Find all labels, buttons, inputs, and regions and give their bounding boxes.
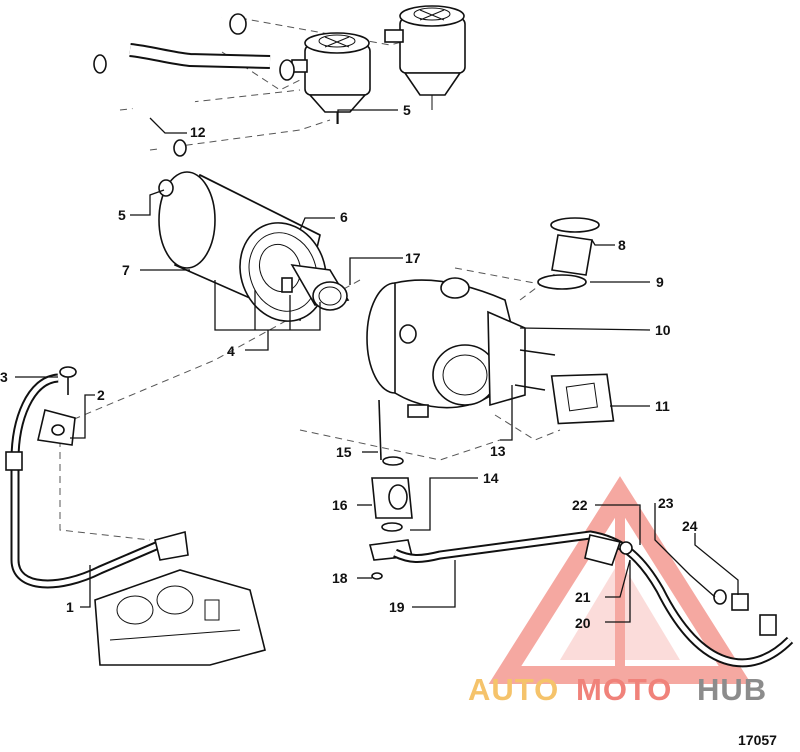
callout-10: 10 [655,322,671,338]
turbocharger [366,277,526,418]
callout-9: 9 [656,274,664,290]
oil-separator-left [291,32,371,124]
exhaust-studs [514,349,556,391]
callout-12: 12 [190,124,206,140]
callout-16: 16 [332,497,348,513]
callout-labels: 12 5 5 6 7 4 17 8 9 10 11 13 14 15 16 18… [0,102,698,631]
callout-24: 24 [682,518,698,534]
callout-7: 7 [122,262,130,278]
oil-return-tube [393,530,794,668]
callout-23: 23 [658,495,674,511]
air-filter [158,171,327,322]
engine-block-portion [94,569,266,666]
callout-21: 21 [575,589,591,605]
watermark-text: AUTO MOTO HUB [468,672,767,707]
callout-3: 3 [0,369,8,385]
callout-15: 15 [336,444,352,460]
drawing-number: 17057 [738,732,777,748]
callout-2: 2 [97,387,105,403]
oil-supply-tube [5,366,189,589]
callout-5-top: 5 [403,102,411,118]
oil-separator-right [384,5,466,110]
callout-20: 20 [575,615,591,631]
air-intake-adapter [281,263,350,311]
callout-19: 19 [389,599,405,615]
watermark-hub: HUB [697,672,767,707]
callout-17: 17 [405,250,421,266]
oil-drain-assembly [368,399,413,580]
watermark-moto: MOTO [576,672,672,707]
callout-13: 13 [490,443,506,459]
callout-5-left: 5 [118,207,126,223]
callout-11: 11 [655,398,670,414]
callout-8: 8 [618,237,626,253]
watermark-logo-mark [488,476,752,684]
hose-clamp-top [229,13,295,81]
intake-sleeve [537,217,600,290]
exhaust-gasket [550,373,615,425]
leader-lines [15,109,739,623]
callout-1: 1 [66,599,74,615]
callout-6: 6 [340,209,348,225]
callout-4: 4 [227,343,235,359]
watermark-auto: AUTO [468,672,559,707]
callout-22: 22 [572,497,588,513]
breather-hose [69,12,271,157]
callout-14: 14 [483,470,499,486]
callout-18: 18 [332,570,348,586]
